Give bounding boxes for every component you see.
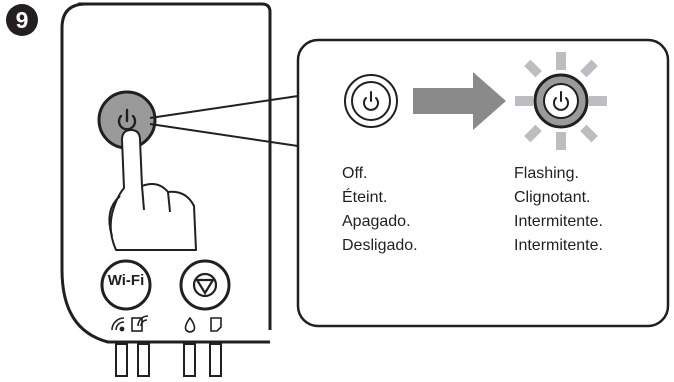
flashing-label-pt: Intermitente. xyxy=(514,237,603,254)
finger-hand-illustration xyxy=(109,129,197,251)
wifi-button-label: Wi-Fi xyxy=(107,272,145,289)
wifi-direct-icon xyxy=(131,315,149,332)
step-number-badge: 9 xyxy=(6,4,38,36)
transition-arrow xyxy=(413,72,506,130)
callout-line-bottom xyxy=(149,123,299,147)
off-state-labels: Off. Éteint. Apagado. Desligado. xyxy=(342,162,418,258)
printer-panel-edge xyxy=(60,2,87,29)
printer-panel-outline xyxy=(60,2,272,344)
flashing-state-labels: Flashing. Clignotant. Intermitente. Inte… xyxy=(514,162,603,258)
flashing-rays xyxy=(515,52,607,150)
off-label-fr: Éteint. xyxy=(342,189,388,206)
indicator-light-bars xyxy=(115,343,222,377)
flashing-label-en: Flashing. xyxy=(514,165,579,182)
ink-drop-icon xyxy=(184,316,196,333)
wifi-status-icon xyxy=(111,317,125,332)
stop-button[interactable] xyxy=(179,259,231,311)
hidden-button-edge xyxy=(108,195,121,237)
power-icon xyxy=(117,108,137,131)
off-label-en: Off. xyxy=(342,165,368,182)
paper-icon xyxy=(210,317,222,332)
power-icon xyxy=(363,91,379,111)
wifi-button[interactable] xyxy=(100,259,152,311)
off-label-es: Apagado. xyxy=(342,213,411,230)
stop-icon xyxy=(192,272,218,298)
power-icon xyxy=(553,91,569,111)
off-label-pt: Desligado. xyxy=(342,237,418,254)
flashing-label-fr: Clignotant. xyxy=(514,189,591,206)
callout-line-top xyxy=(149,95,299,119)
flashing-label-es: Intermitente. xyxy=(514,213,603,230)
